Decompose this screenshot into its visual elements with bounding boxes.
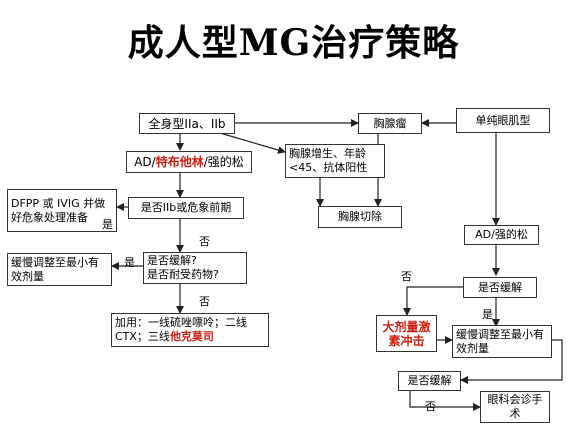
ad-left-prefix: AD/ bbox=[134, 155, 156, 169]
tolerance-question: 是否耐受药物? bbox=[147, 268, 219, 281]
node-right-relief-label: 是否缓解 bbox=[478, 280, 522, 294]
arrow-slowadjust-bottomrelief bbox=[460, 339, 563, 384]
ad-left-suffix: /强的松 bbox=[203, 155, 244, 169]
node-slow-adjust-left: 缓慢调整至最小有效剂量 bbox=[7, 253, 112, 286]
label-yes-relief: 是 bbox=[124, 256, 135, 269]
label-yes-right: 是 bbox=[482, 308, 493, 321]
node-ad-right: AD/强的松 bbox=[464, 225, 539, 245]
label-no-bottom: 否 bbox=[425, 400, 436, 413]
node-high-dose-label: 大剂量激素冲击 bbox=[382, 319, 431, 348]
node-ophthalmology-label: 眼科会诊手术 bbox=[487, 393, 543, 420]
node-slow-adjust-right: 缓慢调整至最小有效剂量 bbox=[452, 325, 552, 358]
node-ocular-label: 单纯眼肌型 bbox=[475, 113, 531, 127]
label-yes-dfpp: 是 bbox=[102, 218, 113, 231]
page-title: 成人型MG治疗策略 bbox=[127, 22, 460, 64]
node-thymic-hyperplasia-label: 胸腺增生、年龄<45、抗体阳性 bbox=[289, 147, 368, 174]
node-ad-right-label: AD/强的松 bbox=[475, 228, 528, 241]
node-relief-tolerance: 是否缓解?是否耐受药物? bbox=[143, 252, 247, 284]
relief-question: 是否缓解? bbox=[147, 254, 197, 267]
node-generalized: 全身型IIa、IIb bbox=[139, 113, 235, 134]
node-thymoma: 胸腺瘤 bbox=[358, 113, 422, 134]
node-slow-adjust-right-label: 缓慢调整至最小有效剂量 bbox=[456, 327, 544, 355]
node-ad-left: AD/特布他林/强的松 bbox=[126, 151, 252, 173]
node-thymectomy: 胸腺切除 bbox=[318, 206, 402, 228]
node-dfpp: DFPP 或 IVIG 并做好危象处理准备 bbox=[7, 189, 117, 232]
node-right-relief: 是否缓解 bbox=[463, 277, 537, 298]
addon-text: 加用：一线硫唑嘌呤；二线CTX；三线 bbox=[115, 316, 247, 343]
node-ophthalmology: 眼科会诊手术 bbox=[480, 391, 550, 423]
node-dfpp-label: DFPP 或 IVIG 并做好危象处理准备 bbox=[11, 196, 106, 224]
node-iib-crisis-label: 是否IIb或危象前期 bbox=[140, 201, 232, 214]
label-no-iib: 否 bbox=[199, 235, 210, 248]
arrow-generalized-hyperplasia bbox=[219, 132, 286, 154]
node-thymectomy-label: 胸腺切除 bbox=[338, 210, 382, 223]
node-addon: 加用：一线硫唑嘌呤；二线CTX；三线他克莫司 bbox=[111, 313, 269, 347]
node-thymic-hyperplasia: 胸腺增生、年龄<45、抗体阳性 bbox=[285, 144, 385, 178]
addon-drug: 他克莫司 bbox=[169, 330, 214, 343]
arrow-bottomrelief-ophthalmology bbox=[409, 391, 481, 411]
label-no-relief: 否 bbox=[199, 295, 210, 308]
ad-left-drug: 特布他林 bbox=[155, 155, 204, 169]
node-slow-adjust-left-label: 缓慢调整至最小有效剂量 bbox=[11, 255, 99, 283]
node-bottom-relief: 是否缓解 bbox=[398, 371, 461, 391]
node-bottom-relief-label: 是否缓解 bbox=[407, 374, 452, 387]
node-generalized-label: 全身型IIa、IIb bbox=[148, 116, 226, 131]
label-no-right: 否 bbox=[401, 270, 412, 283]
node-ocular: 单纯眼肌型 bbox=[456, 108, 550, 133]
node-high-dose: 大剂量激素冲击 bbox=[376, 315, 437, 352]
node-thymoma-label: 胸腺瘤 bbox=[373, 116, 407, 130]
node-iib-crisis: 是否IIb或危象前期 bbox=[128, 197, 244, 219]
arrow-relief-highdose bbox=[403, 286, 463, 316]
